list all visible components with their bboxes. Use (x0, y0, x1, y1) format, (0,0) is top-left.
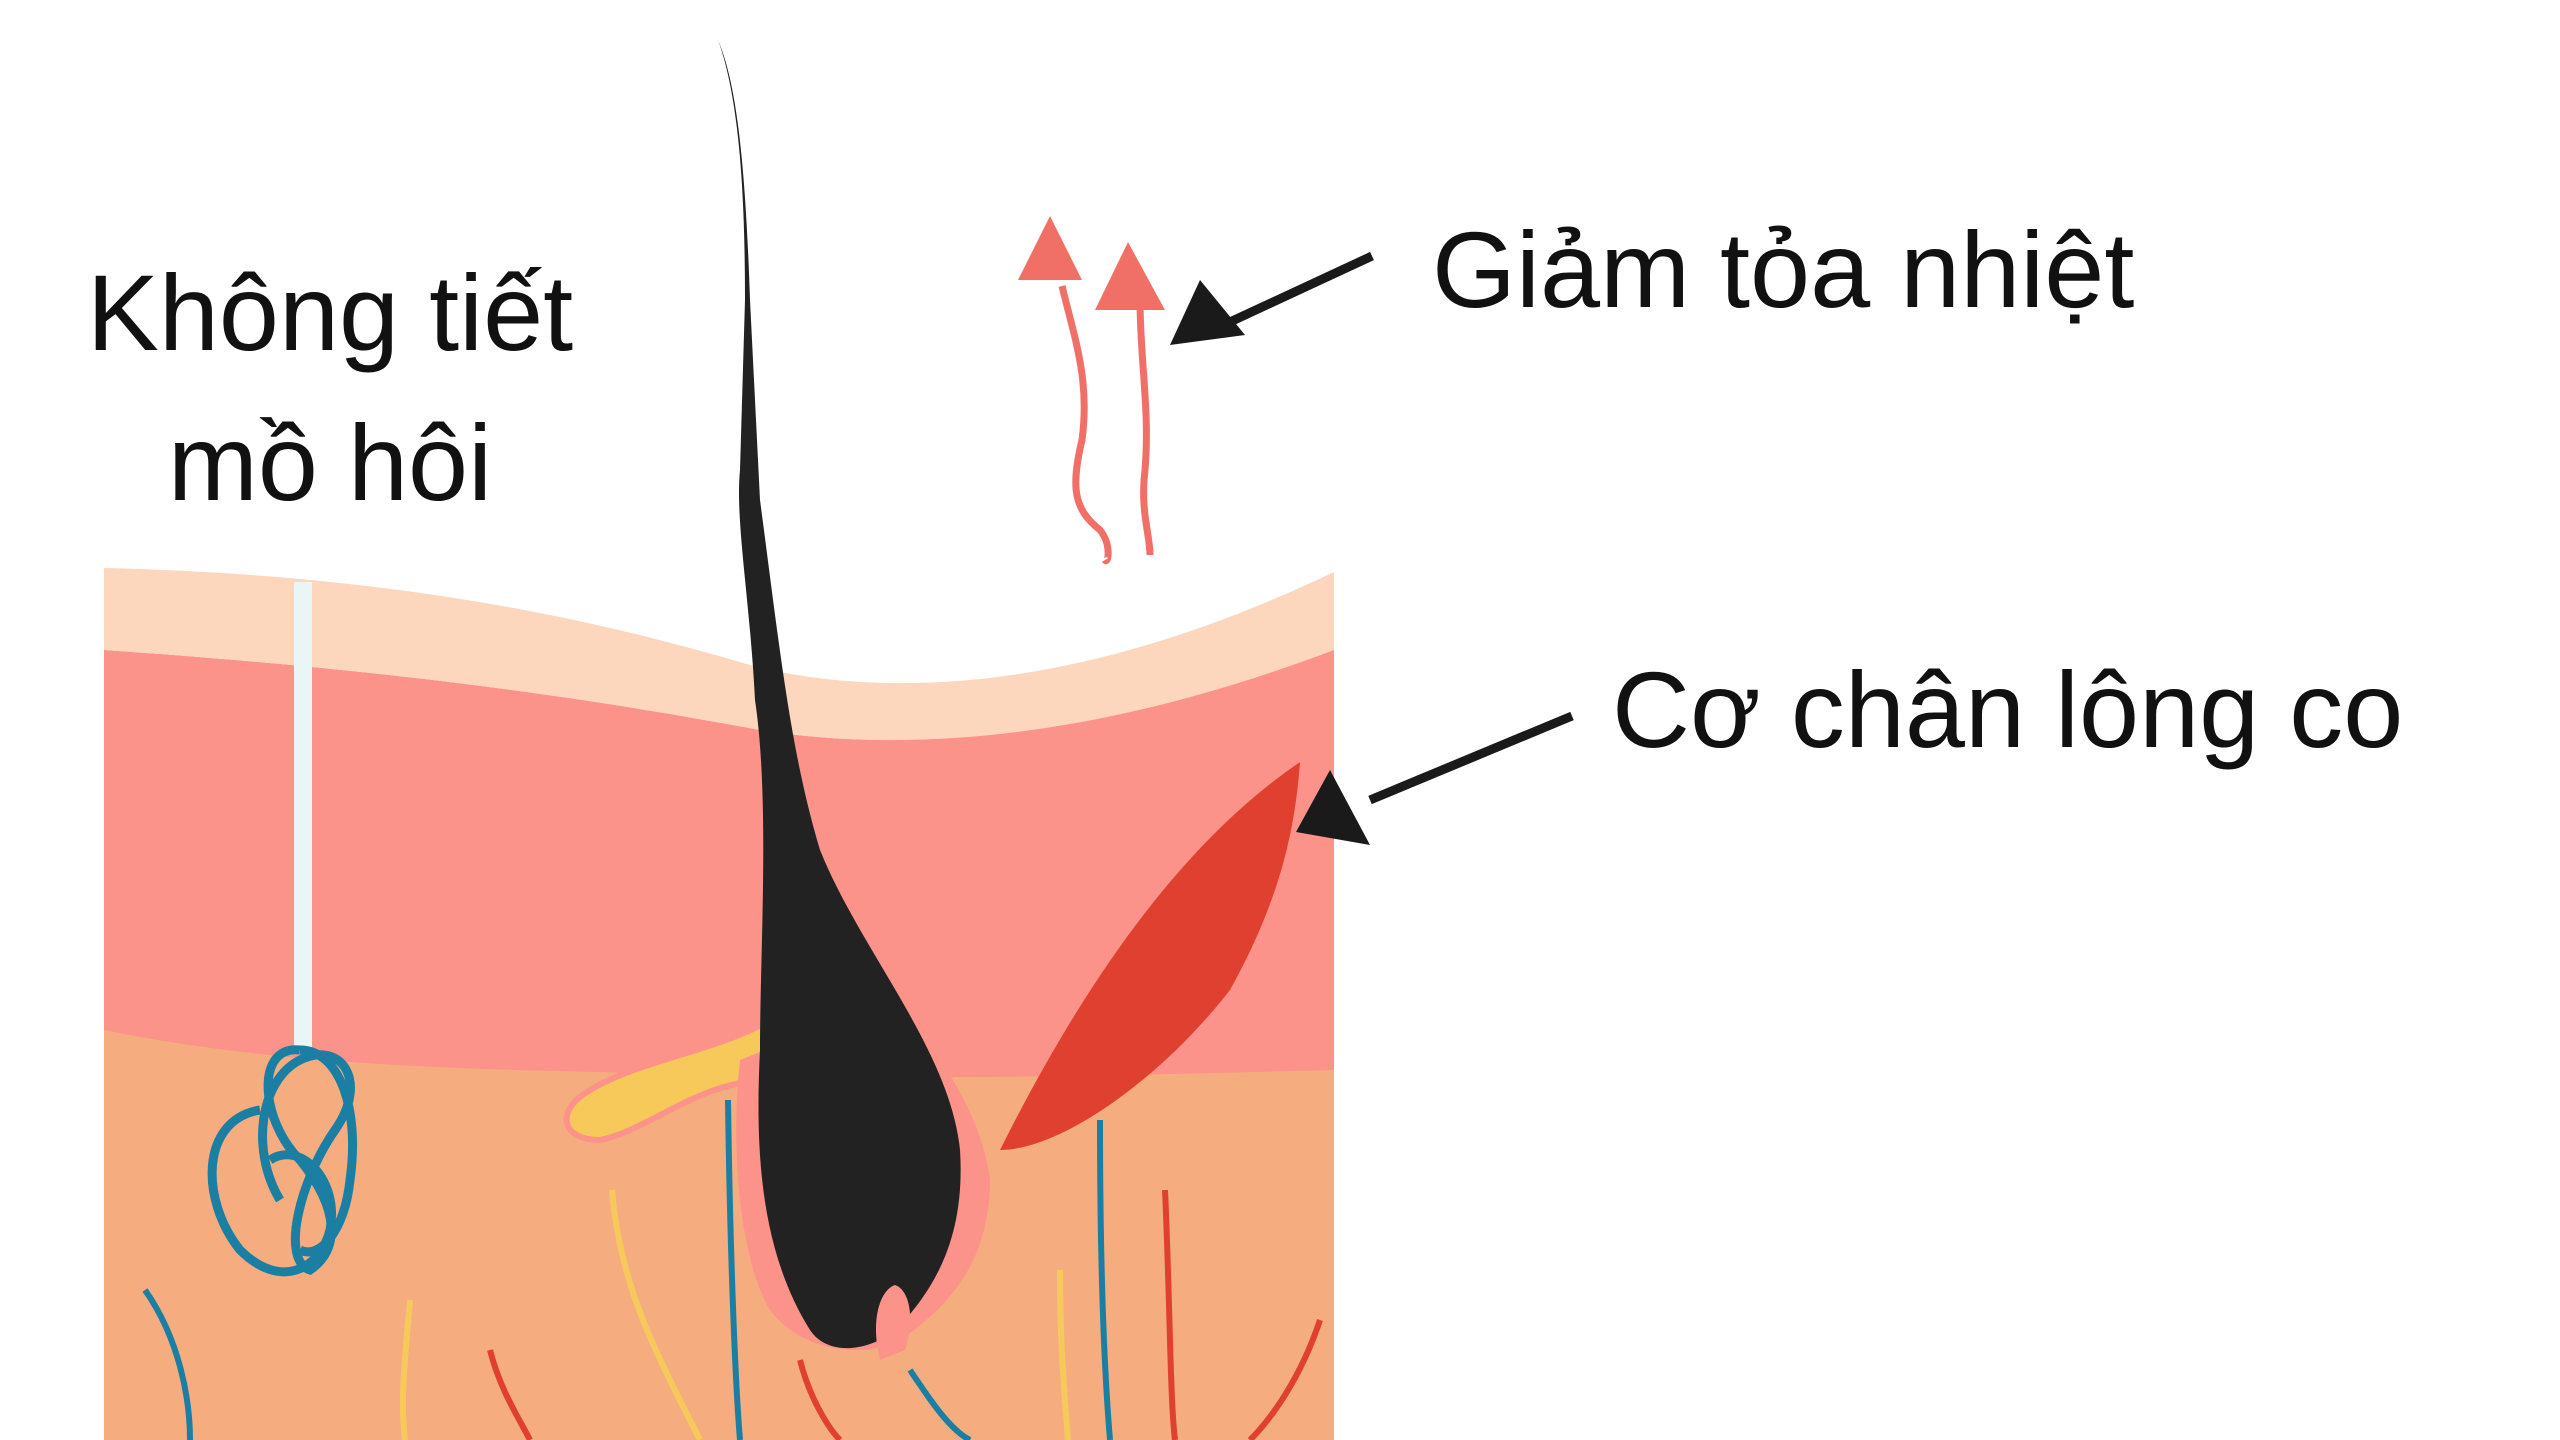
hypodermis-layer (104, 1030, 1334, 1440)
heat-rising-icon (1018, 216, 1165, 565)
label-no-sweat: Không tiết mồ hôi (86, 252, 574, 523)
sweat-gland (207, 1045, 357, 1277)
vessels-nerves (142, 1099, 1323, 1440)
label-reduced-heat: Giảm tỏa nhiệt (1432, 209, 2135, 330)
epidermis-layer (104, 568, 1334, 741)
label-muscle-contract: Cơ chân lông co (1612, 649, 2404, 770)
pointer-arrow-muscle (1296, 711, 1574, 845)
hair (718, 40, 961, 1349)
hair-papilla (875, 1285, 911, 1360)
pointer-arrow-heat (1170, 251, 1374, 345)
dermis-layer (104, 640, 1334, 1078)
arrector-pili-muscle (1000, 762, 1300, 1150)
sweat-duct (294, 582, 312, 1052)
sebaceous-gland (563, 1014, 773, 1144)
